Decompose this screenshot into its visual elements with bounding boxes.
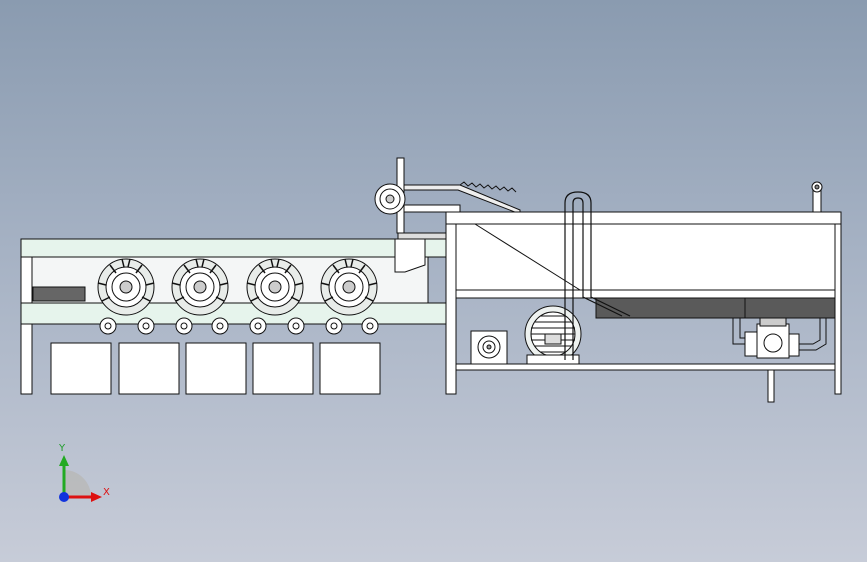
blower[interactable] bbox=[524, 305, 582, 365]
roller bbox=[99, 317, 117, 335]
brush-wheels[interactable] bbox=[97, 258, 378, 316]
frame-right-leg bbox=[834, 223, 842, 395]
conveyor-top-band bbox=[20, 238, 447, 258]
roller bbox=[287, 317, 305, 335]
conveyor-bottom-band bbox=[20, 302, 447, 325]
drive-block bbox=[32, 286, 86, 302]
x-axis-arrow bbox=[91, 492, 102, 502]
frame-left-leg bbox=[445, 223, 457, 395]
feeder-arm bbox=[403, 204, 461, 213]
collection-boxes[interactable] bbox=[50, 342, 381, 395]
brush-wheel[interactable] bbox=[320, 258, 378, 316]
bottom-shelf bbox=[455, 363, 836, 371]
tank-panel bbox=[455, 223, 836, 291]
collection-box bbox=[118, 342, 180, 395]
roller bbox=[137, 317, 155, 335]
rollers[interactable] bbox=[99, 317, 379, 335]
roller bbox=[325, 317, 343, 335]
water-pump[interactable] bbox=[732, 317, 827, 359]
brush-wheel[interactable] bbox=[171, 258, 229, 316]
feeder-teeth bbox=[459, 181, 517, 193]
y-axis-label: Y bbox=[59, 443, 66, 454]
collection-box bbox=[319, 342, 381, 395]
frame-outer bbox=[445, 211, 842, 225]
brush-wheel[interactable] bbox=[97, 258, 155, 316]
roller bbox=[211, 317, 229, 335]
collection-box bbox=[252, 342, 314, 395]
air-pipe[interactable] bbox=[564, 191, 631, 360]
collection-box bbox=[185, 342, 247, 395]
conveyor-top-cap bbox=[397, 232, 447, 240]
brush-wheel[interactable] bbox=[246, 258, 304, 316]
triad-arc bbox=[64, 470, 91, 497]
tank-frame[interactable] bbox=[445, 211, 842, 403]
outlet-pipe[interactable] bbox=[811, 181, 823, 213]
x-axis-label: X bbox=[103, 487, 110, 498]
roller bbox=[249, 317, 267, 335]
collection-box bbox=[50, 342, 112, 395]
hopper-dark bbox=[595, 297, 836, 319]
conveyor-step bbox=[394, 238, 426, 273]
z-axis-dot bbox=[59, 492, 69, 502]
conveyor-left-post bbox=[20, 256, 33, 395]
gear-motor[interactable] bbox=[470, 330, 508, 365]
support-foot bbox=[767, 369, 775, 403]
roller bbox=[361, 317, 379, 335]
y-axis-arrow bbox=[59, 455, 69, 466]
mid-shelf bbox=[455, 289, 836, 299]
roller bbox=[175, 317, 193, 335]
axis-triad bbox=[59, 455, 102, 502]
